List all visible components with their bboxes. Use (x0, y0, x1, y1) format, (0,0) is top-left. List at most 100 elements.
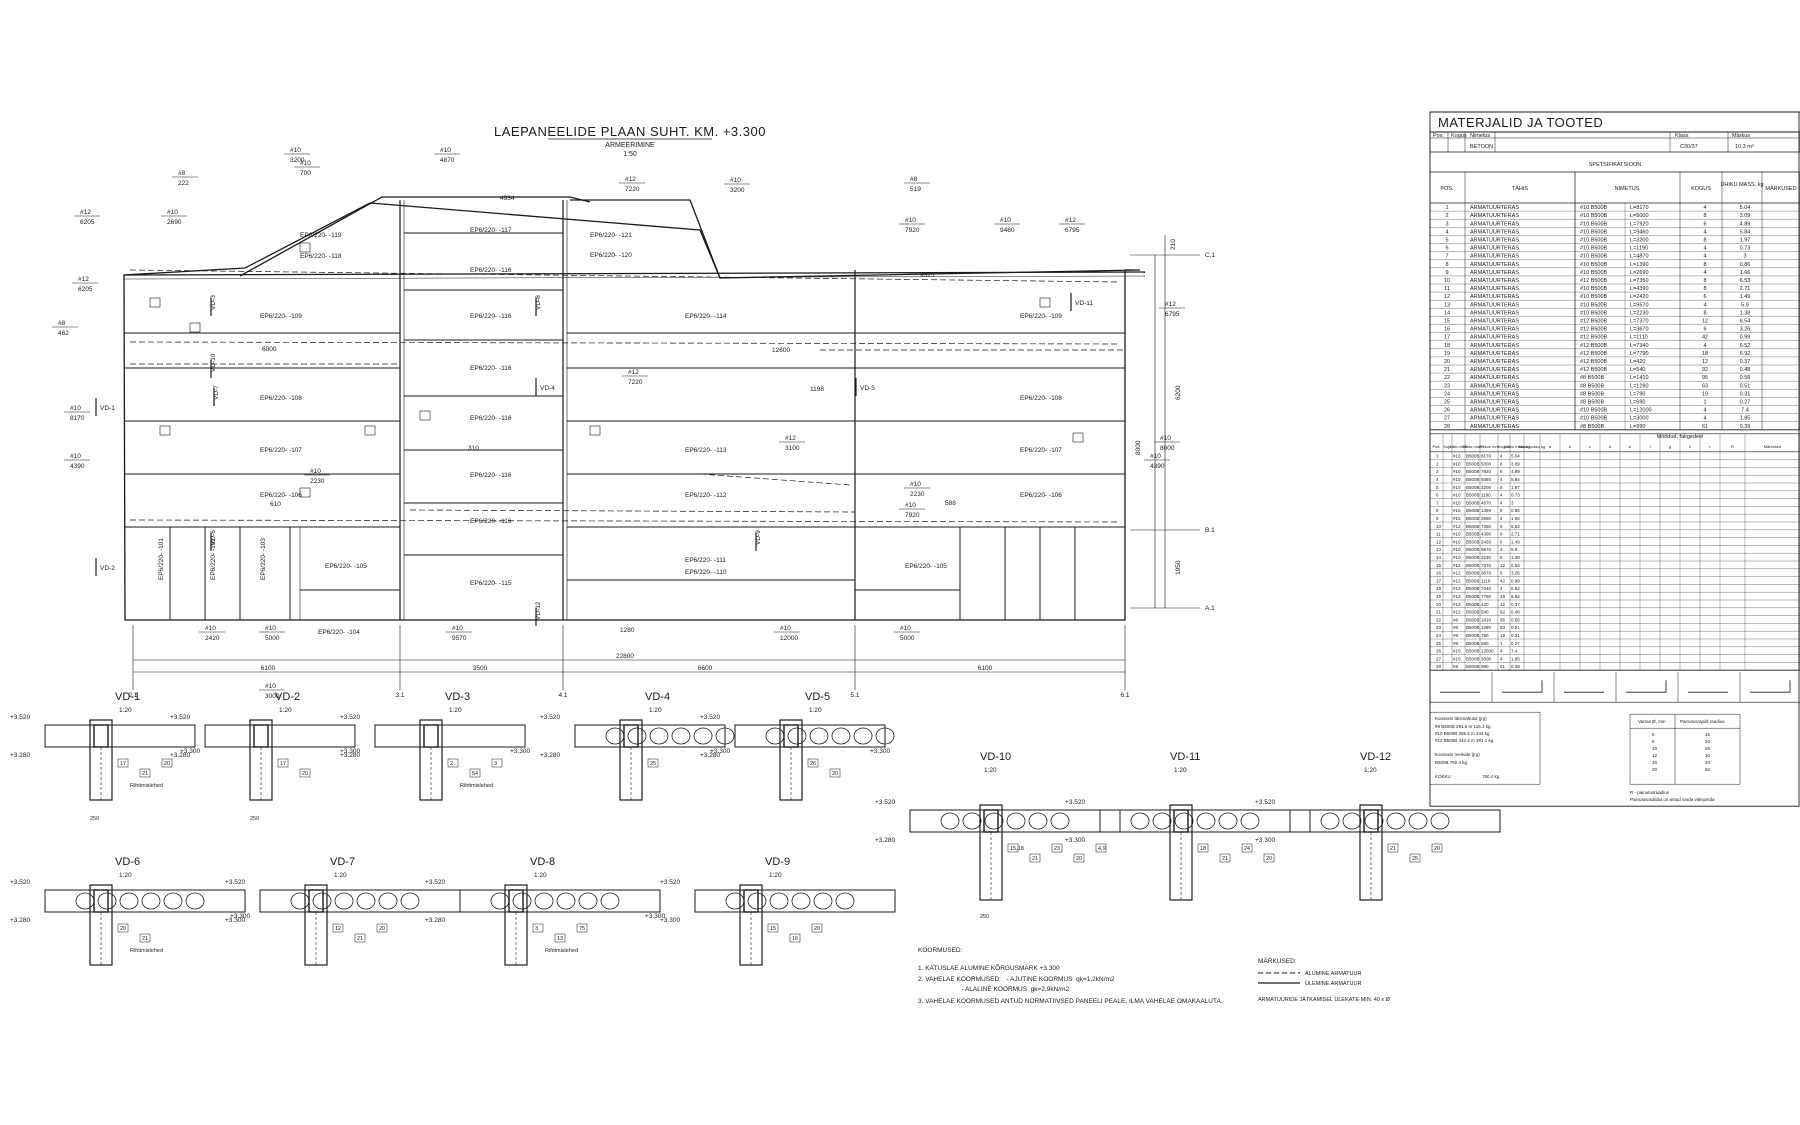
spec-mass: 0.86 (1740, 262, 1751, 268)
position-tag: 15 (770, 926, 776, 932)
rebar-length: 8170 (70, 415, 85, 422)
section-marker: VD-8 (535, 295, 542, 310)
bend-unit-mass: 0.31 (1511, 633, 1520, 638)
rebar-length: 9460 (1000, 227, 1015, 234)
bend-count: 4 (1500, 516, 1503, 521)
bend-diameter: #12 (1453, 578, 1461, 583)
bend-grade: B500B (1466, 610, 1480, 615)
bend-header: r (1709, 444, 1711, 449)
spec-name: ARMATUURTERAS (1470, 221, 1519, 227)
spec-name: ARMATUURTERAS (1470, 351, 1519, 357)
spec-steel: #10 B500B (1580, 294, 1608, 300)
bend-diameter: #12 (1453, 563, 1461, 568)
section-details: VD-1 1:20 +3.520 +3.280 +3.300 17 21 20Rihtimis… (10, 691, 1501, 966)
bend-header: R (1731, 444, 1734, 449)
spec-count: 4 (1703, 254, 1706, 260)
radius-diameter: 10 (1652, 746, 1658, 751)
level-mark: +3.520 (425, 879, 445, 886)
rebar-diameter: #10 (310, 468, 321, 475)
bend-pos: 26 (1436, 649, 1442, 654)
detail-title: VD-3 (445, 691, 470, 703)
detail-title: VD-2 (275, 691, 300, 703)
spec-steel: #10 B500B (1580, 262, 1608, 268)
bend-header: Märkused (1764, 444, 1782, 449)
rebar-diameter: #10 (70, 405, 81, 412)
level-mark: +3.300 (230, 913, 250, 920)
bend-grade: B500B (1466, 547, 1480, 552)
spec-steel: #10 B500B (1580, 270, 1608, 276)
bend-unit-mass: 1.85 (1511, 656, 1520, 661)
bend-pos: 7 (1436, 500, 1439, 505)
bend-count: 4 (1500, 493, 1503, 498)
plan-title: LAEPANEELIDE PLAAN SUHT. KM. +3.300 (494, 124, 766, 139)
bend-length: 7790 (1481, 594, 1492, 599)
bend-length: 7370 (1481, 563, 1492, 568)
detail-note: Rihtimislehed (545, 948, 578, 954)
position-tag (299, 242, 311, 253)
bend-grade: B500B (1466, 586, 1480, 591)
level-mark: +3.300 (870, 748, 890, 755)
rebar-length: 12000 (780, 635, 798, 642)
totals-label: KOKKU (1435, 774, 1451, 779)
totals-row: #8 B500B 291.5 m 115.3 kg (1435, 724, 1491, 729)
bend-length: 7350 (1481, 524, 1492, 529)
level-mark: +3.520 (1065, 799, 1085, 806)
bend-length: 8170 (1481, 454, 1492, 459)
bend-pos: 23 (1436, 625, 1442, 630)
bend-length: 7340 (1481, 586, 1492, 591)
rebar-diameter: #10 (1150, 453, 1161, 460)
radius-diameter: 20 (1652, 767, 1658, 772)
dimension: 12600 (772, 347, 790, 354)
notes-line: - ALALINE KOORMUS gk=2,9kN/m2 (918, 986, 1070, 993)
position-tag: 4,9 (1098, 846, 1106, 852)
bend-length: 4390 (1481, 532, 1492, 537)
rebar-length: 519 (910, 186, 921, 193)
axis-label: A.1 (1205, 605, 1215, 612)
level-mark: +3.520 (225, 879, 245, 886)
bend-grade: B500B (1466, 524, 1480, 529)
level-mark: +3.280 (340, 752, 360, 759)
spec-length: L=9460 (1630, 229, 1649, 235)
detail-title: VD-11 (1170, 751, 1200, 763)
position-tag: 26 (810, 761, 816, 767)
position-tag: 21 (1390, 846, 1396, 852)
rebar-length: 3200 (730, 187, 745, 194)
spec-count: 4 (1703, 408, 1706, 414)
position-tag (364, 425, 376, 436)
spec-pos: 21 (1444, 367, 1450, 373)
spec-pos: 25 (1444, 400, 1450, 406)
spec-steel: #10 B500B (1580, 246, 1608, 252)
bend-diameter: #12 (1453, 571, 1461, 576)
spec-name: ARMATUURTERAS (1470, 416, 1519, 422)
spec-length: L=7350 (1630, 278, 1649, 284)
spec-pos: 3 (1445, 221, 1448, 227)
bend-diameter: #10 (1453, 532, 1461, 537)
rebar-length: 3100 (785, 445, 800, 452)
level-mark: +3.300 (180, 748, 200, 755)
spec-length: L=2230 (1630, 310, 1649, 316)
bend-unit-mass: 3.09 (1511, 461, 1520, 466)
rebar-diameter: #10 (910, 481, 921, 488)
rebar-diameter: #10 (440, 147, 451, 154)
bend-count: 4 (1500, 477, 1503, 482)
position-tag: 13 (557, 936, 563, 942)
bend-grade: B500B (1466, 516, 1480, 521)
notes-line: 2. VAHELAE KOORMUSED: - AJUTINE KOORMUS … (918, 976, 1115, 983)
level-mark: +3.520 (700, 714, 720, 721)
spec-steel: #10 B500B (1580, 238, 1608, 244)
detail-scale: 1:20 (649, 707, 662, 714)
spec-pos: 6 (1445, 246, 1448, 252)
panel-label: EP6/220- -116 (470, 365, 512, 372)
panel-label: EP6/220- -106 (260, 492, 302, 499)
position-tag: 20 (302, 771, 308, 777)
table-header: NIMETUS (1615, 186, 1640, 192)
bend-diameter: #12 (1453, 610, 1461, 615)
position-tag: 75 (579, 926, 585, 932)
position-tag: 17 (280, 761, 286, 767)
position-tag: 20 (1434, 846, 1440, 852)
detail-title: VD-1 (115, 691, 140, 703)
position-tag (159, 425, 171, 436)
axis-label: 2.1 (128, 692, 137, 699)
bend-diameter: #10 (1453, 508, 1461, 513)
